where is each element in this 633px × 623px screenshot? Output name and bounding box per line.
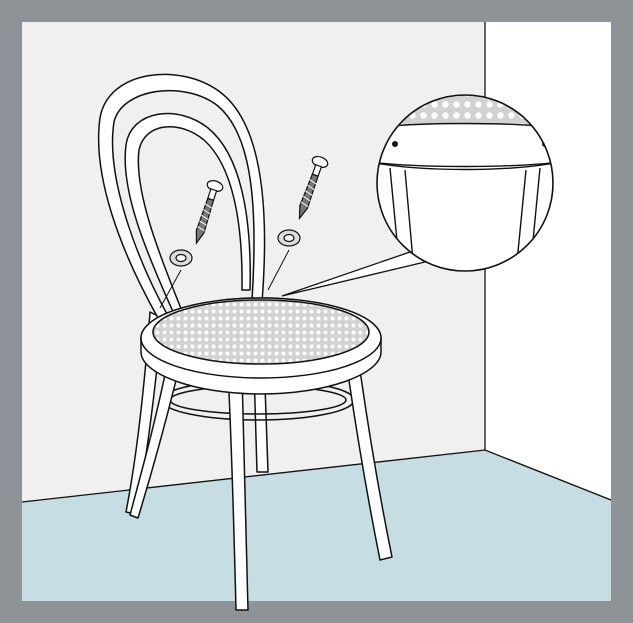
cane-seat [153, 300, 369, 364]
washer-right [278, 230, 300, 246]
washer-left [170, 250, 192, 266]
detail-seat-rim [370, 124, 560, 167]
detail-screw-hole-left [392, 141, 398, 147]
